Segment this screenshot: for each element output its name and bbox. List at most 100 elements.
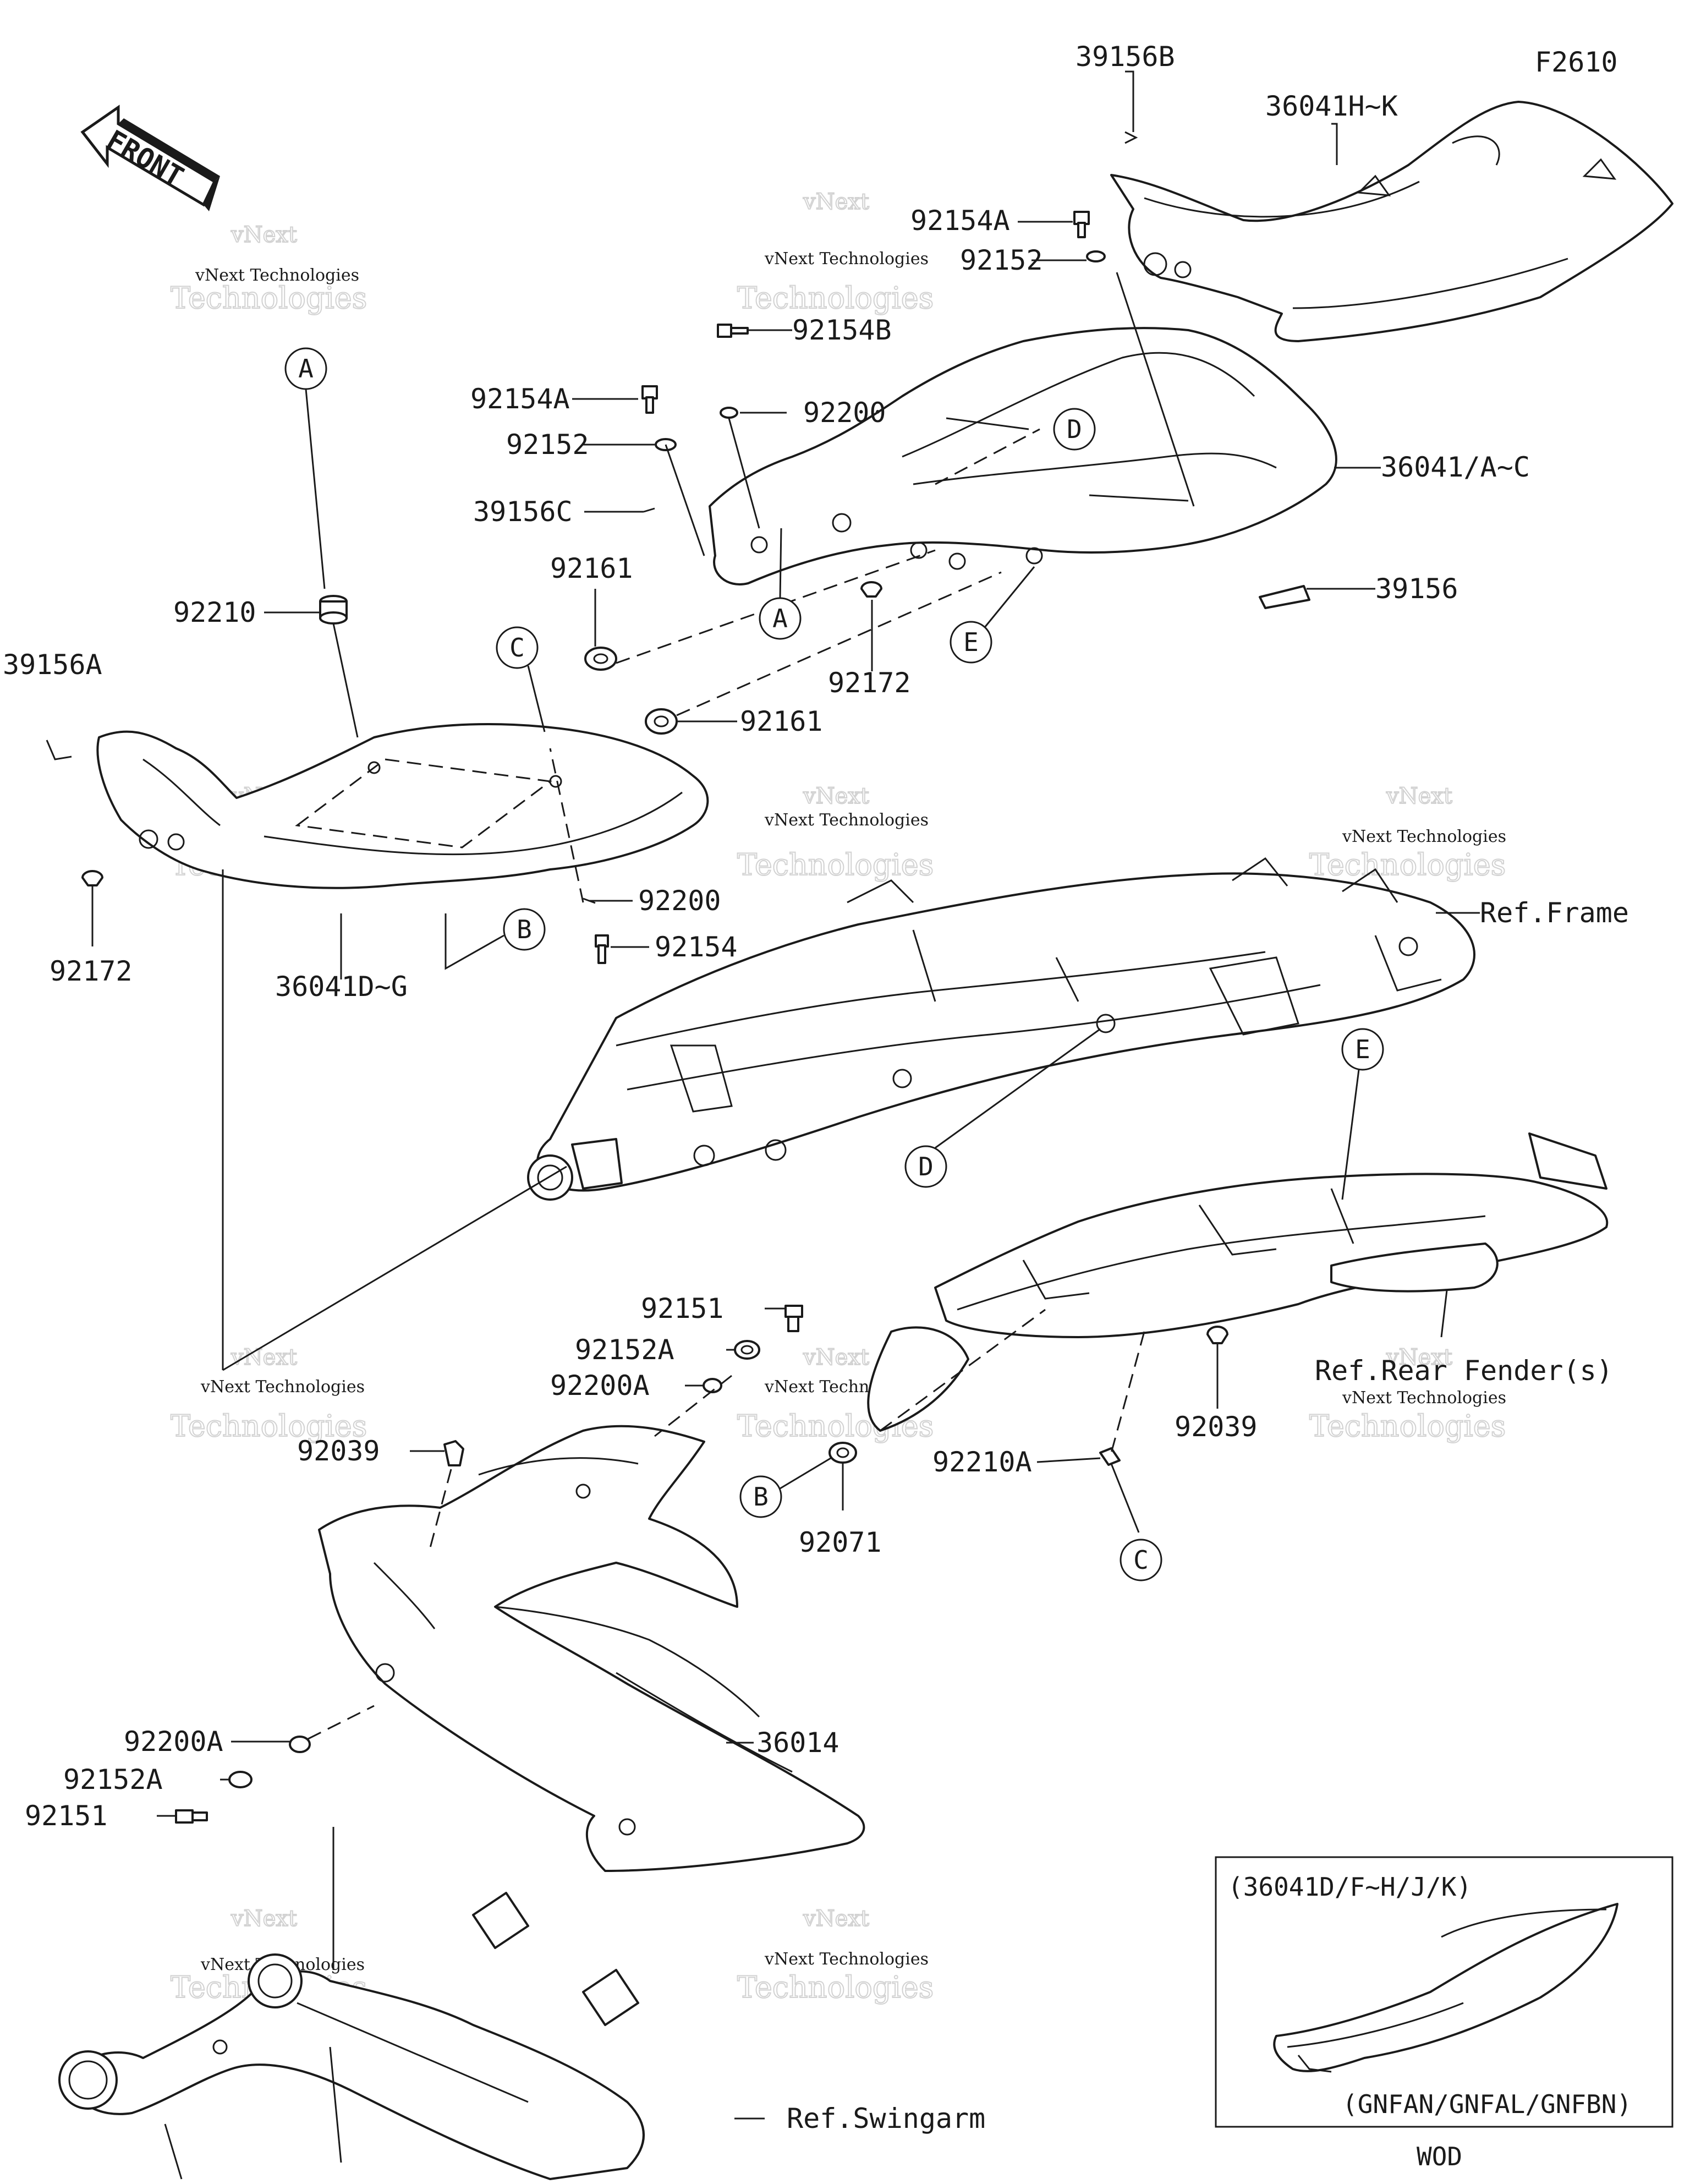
label-ref-frame: Ref.Frame bbox=[1480, 897, 1629, 929]
label-92161-b: 92161 bbox=[740, 705, 823, 737]
watermark-text: vNext Technologies bbox=[764, 1950, 929, 1969]
bolt-92154a-mid-icon bbox=[641, 385, 658, 414]
svg-text:D: D bbox=[1067, 414, 1082, 444]
label-92154a-mid: 92154A bbox=[470, 383, 570, 415]
leader-lines bbox=[91, 70, 1480, 2120]
watermark-vnext: vNext bbox=[1386, 784, 1452, 809]
clip-39156c-icon bbox=[643, 507, 655, 513]
swingarm-reference bbox=[58, 1892, 645, 2180]
callout-d-top: D bbox=[1053, 408, 1096, 451]
washer-92152-icon bbox=[1086, 250, 1106, 262]
label-36041h-k: 36041H~K bbox=[1265, 90, 1398, 122]
watermark-vnext: vNext bbox=[803, 1906, 869, 1931]
callout-a-top: A bbox=[284, 347, 327, 589]
grommet-92161-a-icon bbox=[584, 647, 617, 671]
label-92154a-top: 92154A bbox=[910, 205, 1010, 237]
collar-92210-icon bbox=[319, 595, 348, 625]
label-36014: 36014 bbox=[756, 1727, 839, 1759]
label-ref-rear-fender: Ref.Rear Fender(s) bbox=[1315, 1355, 1613, 1387]
callout-b-left: B bbox=[445, 908, 546, 970]
nut-92152a-icon bbox=[734, 1340, 760, 1360]
svg-text:E: E bbox=[1355, 1034, 1370, 1064]
callout-a-mid: A bbox=[759, 528, 802, 640]
watermark-vnext: vNext bbox=[803, 784, 869, 809]
callout-c-top: C bbox=[496, 626, 546, 732]
svg-text:C: C bbox=[1133, 1545, 1149, 1575]
clip-39156a-icon bbox=[46, 740, 72, 760]
collar-92210a-icon bbox=[1099, 1447, 1121, 1466]
svg-text:B: B bbox=[753, 1482, 769, 1512]
label-92071: 92071 bbox=[799, 1526, 882, 1558]
inset-side-cover-variant bbox=[1273, 1903, 1618, 2073]
label-92152a-low: 92152A bbox=[63, 1764, 163, 1796]
bolt-92154a-icon bbox=[1073, 211, 1090, 238]
watermark-vnext: vNext bbox=[231, 1345, 297, 1370]
grommet-92071-icon bbox=[828, 1442, 857, 1464]
bolt-92154b-icon bbox=[717, 324, 749, 338]
label-92200a-mid: 92200A bbox=[550, 1370, 650, 1402]
svg-text:D: D bbox=[918, 1152, 934, 1181]
grommet-92161-b-icon bbox=[645, 708, 678, 735]
bolt-92151-low-icon bbox=[175, 1809, 208, 1824]
watermark-technologies: Technologies bbox=[737, 281, 934, 315]
label-92154: 92154 bbox=[655, 931, 738, 963]
callout-c-low: C bbox=[1120, 1539, 1162, 1581]
callout-e-top: E bbox=[950, 566, 1035, 664]
label-92152-mid: 92152 bbox=[506, 429, 589, 461]
watermark-text: vNext Technologies bbox=[1342, 827, 1506, 846]
part-labels: 39156B 36041H~K 92154A 92152 92154B 9215… bbox=[3, 41, 1629, 2134]
label-39156: 39156 bbox=[1375, 573, 1458, 605]
label-92151-low: 92151 bbox=[25, 1800, 108, 1832]
label-92152-top: 92152 bbox=[960, 244, 1043, 276]
side-cover-36041h-k bbox=[1110, 101, 1673, 342]
watermark-text: vNext Technologies bbox=[200, 1377, 365, 1397]
label-92172-left: 92172 bbox=[50, 955, 133, 987]
inset-caption: WOD bbox=[1417, 2142, 1462, 2171]
seat-cowl-36041-a-c bbox=[709, 327, 1337, 585]
front-arrow-icon: FRONT bbox=[80, 105, 220, 211]
svg-text:B: B bbox=[517, 915, 532, 944]
watermark-vnext: vNext bbox=[231, 1906, 297, 1931]
callout-e-mid: E bbox=[1341, 1028, 1384, 1200]
clip-39156b-icon bbox=[1124, 131, 1138, 144]
label-92039-left: 92039 bbox=[297, 1435, 380, 1467]
side-cover-36041d-g bbox=[96, 723, 709, 889]
watermark-vnext: vNext bbox=[803, 1345, 869, 1370]
label-ref-swingarm: Ref.Swingarm bbox=[787, 2103, 985, 2134]
callout-b-low: B bbox=[739, 1457, 831, 1518]
label-92151-mid: 92151 bbox=[641, 1293, 724, 1324]
clip-92172-mid-icon bbox=[860, 581, 882, 598]
svg-text:A: A bbox=[298, 354, 314, 384]
svg-text:A: A bbox=[772, 604, 788, 633]
watermark-technologies: Technologies bbox=[171, 1409, 367, 1443]
label-92154b: 92154B bbox=[792, 314, 892, 346]
callout-d-mid: D bbox=[904, 1028, 1101, 1188]
rivet-92039-right-icon bbox=[1206, 1326, 1228, 1344]
clip-92172-left-icon bbox=[81, 870, 103, 886]
watermark-technologies: Technologies bbox=[1309, 847, 1506, 882]
label-39156c: 39156C bbox=[473, 496, 573, 528]
watermark-text: vNext Technologies bbox=[764, 249, 929, 269]
label-92161-a: 92161 bbox=[550, 552, 633, 584]
watermark-text: vNext Technologies bbox=[1342, 1388, 1506, 1408]
frame-reference bbox=[527, 857, 1475, 1201]
rear-fender-reference bbox=[867, 1132, 1609, 1432]
washer-92200-icon bbox=[720, 407, 738, 419]
watermark-technologies: Technologies bbox=[737, 1970, 934, 2005]
label-92172-mid: 92172 bbox=[828, 667, 911, 699]
watermark-vnext: vNext bbox=[231, 222, 297, 248]
label-92200-mid: 92200 bbox=[638, 885, 721, 917]
nut-92152a-low-icon bbox=[228, 1771, 253, 1788]
label-92200a-low: 92200A bbox=[124, 1726, 223, 1758]
clip-39156-icon bbox=[1259, 585, 1310, 609]
label-92200-top: 92200 bbox=[803, 397, 886, 429]
watermark-technologies: Technologies bbox=[1309, 1409, 1506, 1443]
washer-92200a-low-icon bbox=[289, 1736, 311, 1753]
bolt-92151-icon bbox=[784, 1305, 803, 1332]
assembly-lines bbox=[308, 428, 1145, 1740]
variant-inset: (36041D/F~H/J/K) (GNFAN/GNFAL/GNFBN) WOD bbox=[1215, 1856, 1673, 2171]
svg-text:C: C bbox=[509, 633, 525, 663]
figure-code: F2610 bbox=[1535, 46, 1618, 78]
watermark-technologies: Technologies bbox=[171, 281, 367, 315]
